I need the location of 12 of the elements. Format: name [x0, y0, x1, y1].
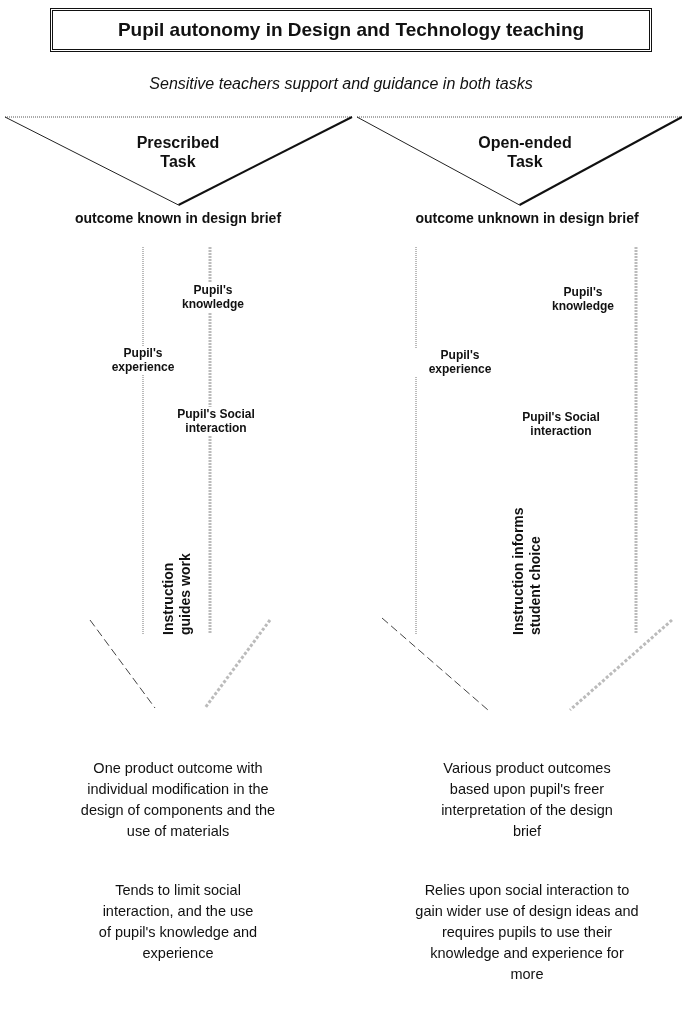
instruction-label: Instruction informs student choice	[509, 506, 544, 635]
interaction-description: Relies upon social interaction to gain wider use of design ideas and requires pupils to use their knowledge and experience for more	[414, 881, 640, 984]
diagram-title: Pupil autonomy in Design and Technology teaching	[50, 8, 652, 52]
outcome-description: Various product outcomes based upon pupil's freer interpretation of the design brief	[440, 759, 614, 841]
task-label: Open-ended Task	[477, 133, 573, 172]
outcome-description: One product outcome with individual modification in the design of components and the use of materials	[79, 759, 277, 841]
outcome-label: outcome unknown in design brief	[415, 210, 639, 226]
interaction-description: Tends to limit social interaction, and the use of pupil's knowledge and experience	[97, 881, 259, 963]
task-label: Prescribed Task	[135, 133, 221, 172]
subtitle: Sensitive teachers support and guidance in both tasks	[148, 74, 534, 94]
instruction-label: Instruction guides work	[159, 552, 194, 635]
outcome-label: outcome known in design brief	[74, 210, 282, 226]
